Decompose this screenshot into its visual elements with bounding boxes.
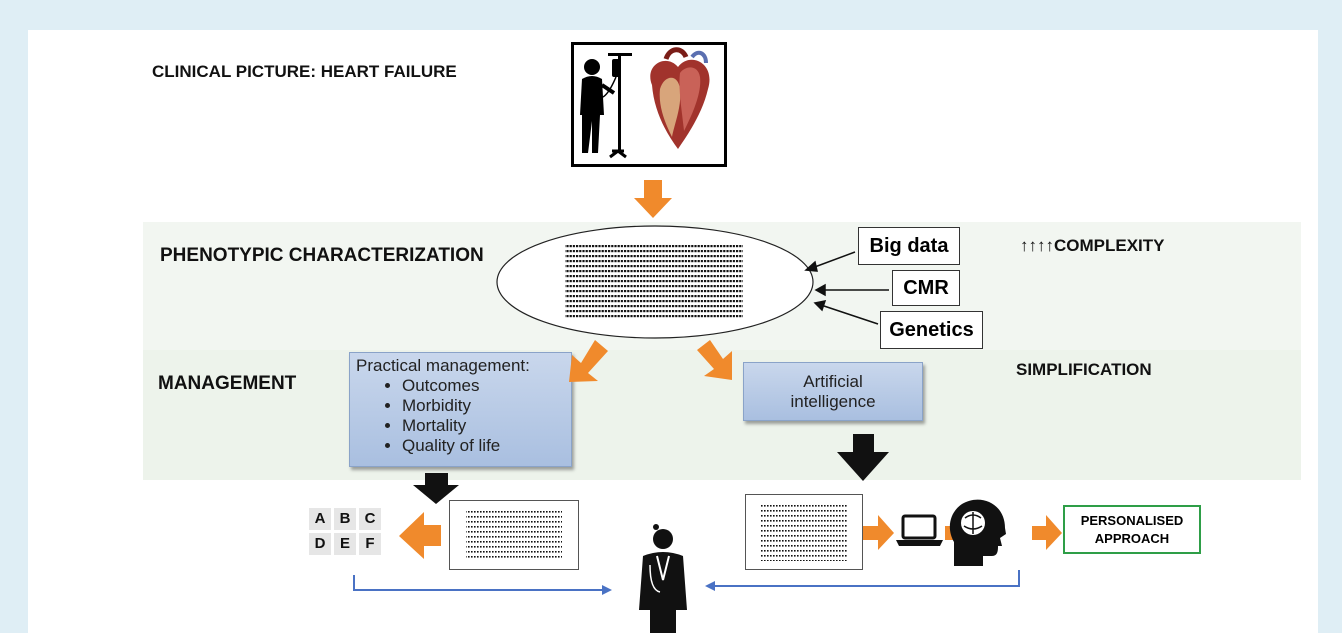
orange-arrow-down [634, 180, 672, 218]
list-item: Mortality [402, 416, 565, 436]
brain-head-icon [949, 499, 1006, 566]
data-matrix-right [745, 494, 863, 570]
grid-cell: A [309, 508, 331, 530]
cmr-box: CMR [892, 270, 960, 306]
black-arrow-right [837, 434, 889, 481]
practical-management-box: Practical management: Outcomes Morbidity… [349, 352, 572, 467]
source-arrows [804, 251, 889, 325]
grid-cell: F [359, 533, 381, 555]
blue-connector-right [705, 570, 1020, 591]
category-grid: A B C D E F [309, 508, 381, 555]
grid-cell: E [334, 533, 356, 555]
personalised-approach-box: PERSONALISED APPROACH [1063, 505, 1201, 554]
data-matrix-left [449, 500, 579, 570]
grid-cell: B [334, 508, 356, 530]
data-dots-left [466, 509, 562, 561]
black-arrow-left [413, 473, 459, 504]
data-dots-right [760, 503, 848, 561]
ai-label-line2: intelligence [790, 391, 876, 411]
management-label: MANAGEMENT [158, 373, 297, 394]
practical-management-list: Outcomes Morbidity Mortality Quality of … [356, 376, 565, 456]
list-item: Outcomes [402, 376, 565, 396]
simplification-label: SIMPLIFICATION [1016, 360, 1152, 379]
clinical-picture-title: CLINICAL PICTURE: HEART FAILURE [152, 62, 457, 81]
list-item: Morbidity [402, 396, 565, 416]
orange-arrow-right [697, 340, 732, 380]
blue-connector-left [353, 575, 612, 595]
clinical-image-frame [571, 42, 727, 167]
laptop-icon [896, 514, 943, 546]
orange-arrow-left [569, 340, 608, 382]
complexity-label: ↑↑↑↑COMPLEXITY [1020, 236, 1165, 255]
genetics-box: Genetics [880, 311, 983, 349]
big-data-box: Big data [858, 227, 960, 265]
orange-arrow-chain-1 [863, 515, 894, 550]
personalised-line1: PERSONALISED [1080, 512, 1184, 528]
phenotype-dots [565, 244, 743, 320]
ai-label-line1: Artificial [803, 371, 863, 391]
doctor-icon [639, 524, 687, 633]
orange-arrow-chain-3 [1032, 515, 1062, 550]
artificial-intelligence-box: Artificial intelligence [743, 362, 923, 421]
grid-cell: C [359, 508, 381, 530]
grid-cell: D [309, 533, 331, 555]
list-item: Quality of life [402, 436, 565, 456]
practical-management-title: Practical management: [356, 356, 530, 375]
personalised-line2: APPROACH [1094, 530, 1170, 546]
phenotypic-label: PHENOTYPIC CHARACTERIZATION [160, 245, 484, 266]
orange-arrow-to-grid [399, 512, 441, 559]
patient-iv-icon [580, 47, 710, 159]
heart-image [650, 47, 710, 149]
